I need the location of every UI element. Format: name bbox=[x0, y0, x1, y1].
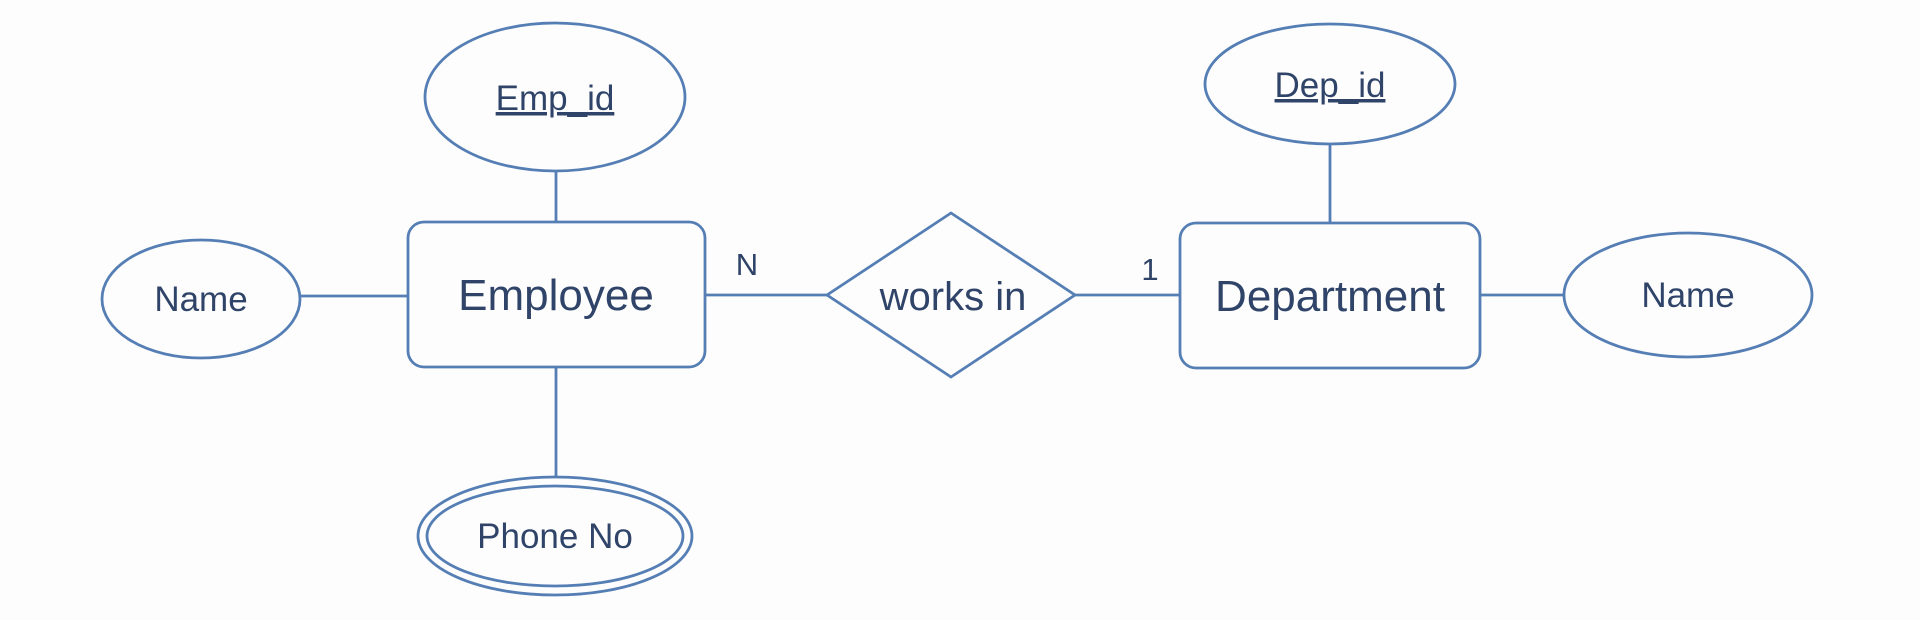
phone-no-label: Phone No bbox=[477, 517, 633, 556]
employee-entity-box bbox=[406, 220, 707, 369]
phone-no-attribute-inner-ellipse bbox=[425, 484, 685, 588]
emp-id-label: Emp_id bbox=[496, 79, 615, 118]
dep-id-label: Dep_id bbox=[1275, 66, 1386, 105]
department-cardinality-label: 1 bbox=[1141, 252, 1158, 287]
works-in-relationship-diamond bbox=[824, 211, 1078, 379]
employee-name-attribute-ellipse bbox=[100, 238, 302, 360]
employee-name-label: Name bbox=[154, 280, 247, 319]
employee-label: Employee bbox=[458, 271, 654, 320]
works-in-label: works in bbox=[879, 275, 1027, 319]
emp-id-attribute-ellipse bbox=[423, 21, 687, 173]
dep-id-attribute-ellipse bbox=[1203, 22, 1457, 146]
department-name-attribute-ellipse bbox=[1562, 231, 1814, 359]
employee-cardinality-label: N bbox=[736, 247, 758, 282]
department-name-label: Name bbox=[1641, 276, 1734, 315]
department-label: Department bbox=[1215, 272, 1445, 321]
department-entity-box bbox=[1178, 221, 1482, 370]
